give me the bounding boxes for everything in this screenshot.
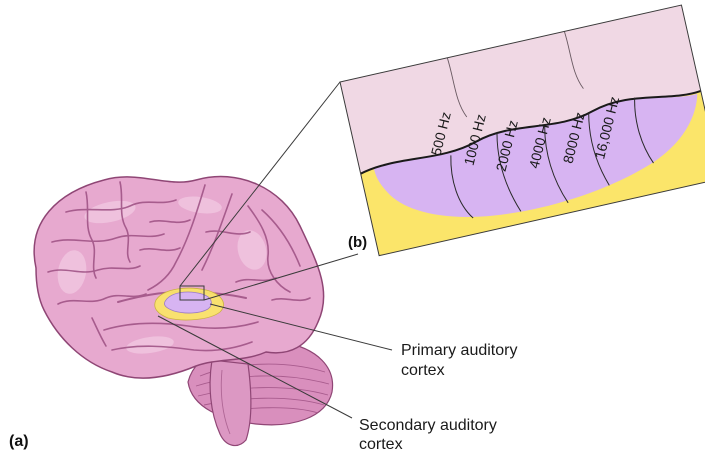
panel-label-a: (a) — [9, 433, 29, 450]
brain-illustration — [33, 175, 334, 447]
primary-auditory-cortex-region — [164, 291, 212, 314]
leader-lines — [157, 303, 393, 419]
panel-label-b: (b) — [348, 234, 367, 251]
zoom-connector-lines — [179, 81, 359, 301]
brain-highlights — [57, 196, 267, 354]
inset-upper-tissue — [340, 5, 701, 174]
inset-border — [339, 4, 705, 257]
brainstem — [209, 359, 252, 447]
primary-auditory-label: Primary auditory cortex — [401, 342, 522, 379]
zoom-region-box — [179, 285, 205, 301]
secondary-leader-line — [157, 315, 353, 419]
primary-leader-line — [209, 303, 393, 351]
tonotopic-band-lines — [450, 97, 654, 219]
tonotopic-inset — [339, 4, 705, 257]
cerebrum — [33, 175, 325, 379]
secondary-auditory-label: Secondary auditory cortex — [359, 417, 501, 453]
